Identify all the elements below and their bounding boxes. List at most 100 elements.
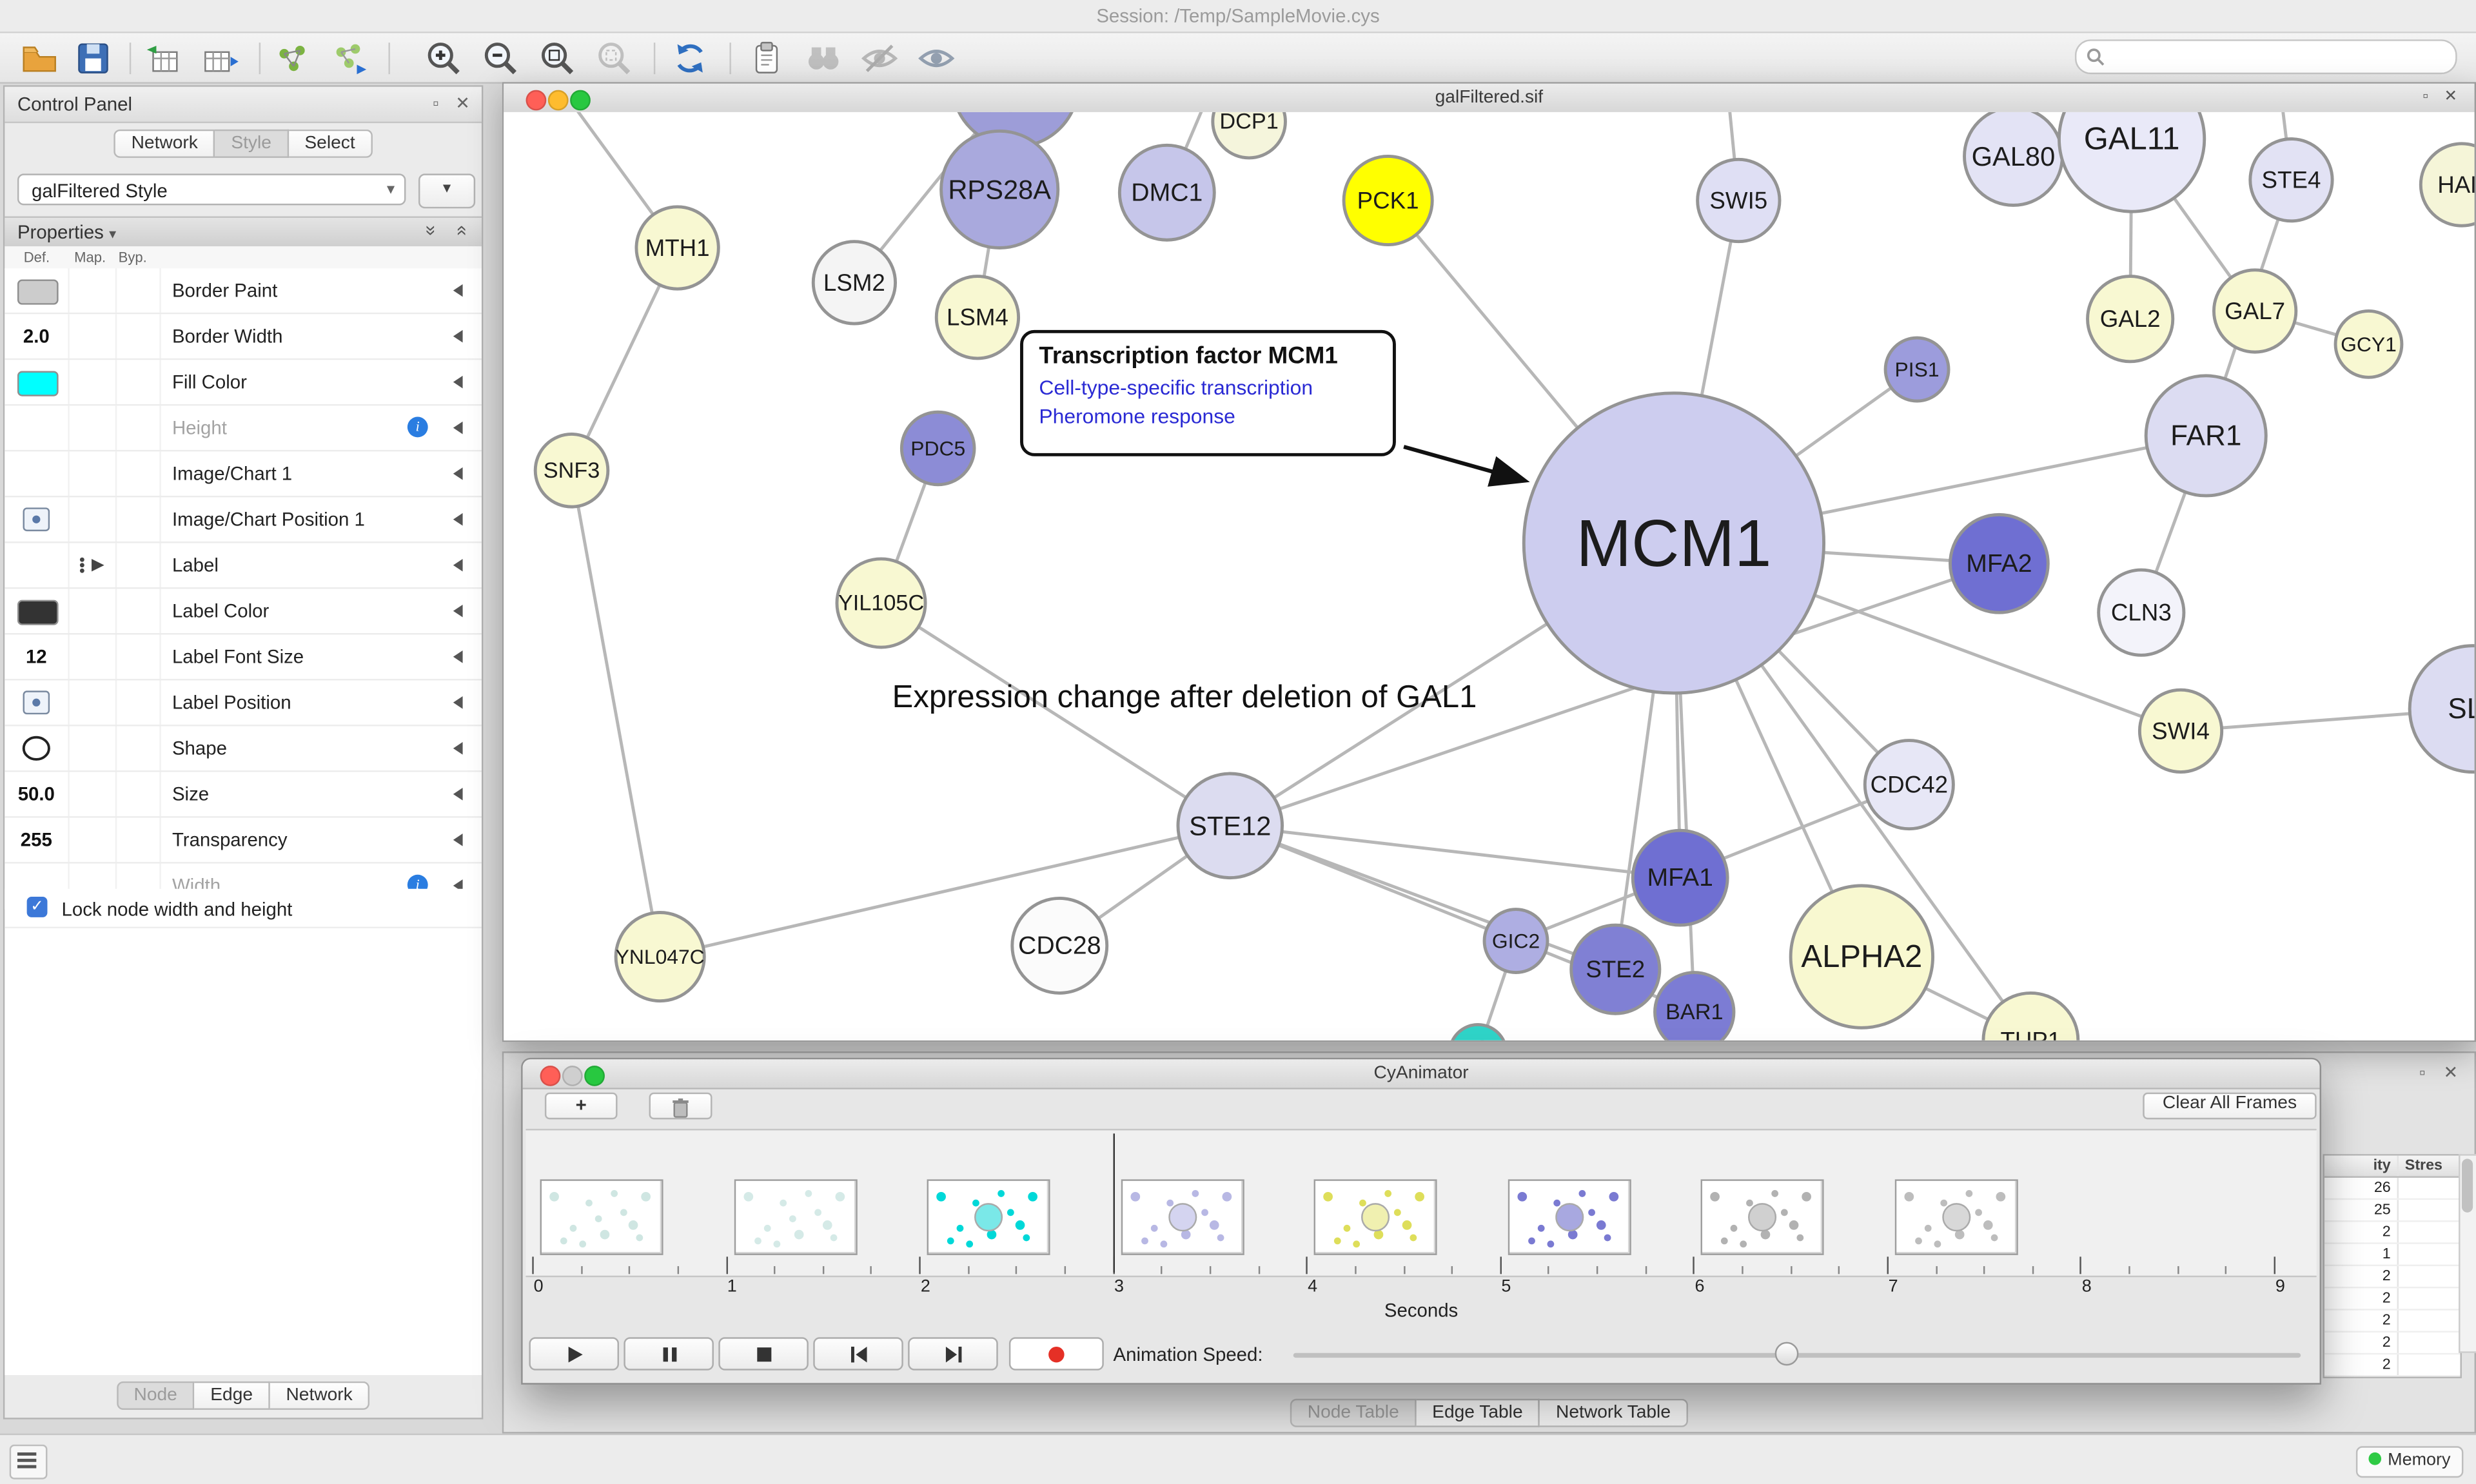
expand-row-icon[interactable] [453,650,463,663]
table-row[interactable]: 2 [2324,1354,2461,1377]
hide-selected-icon[interactable] [859,38,903,79]
network-node-gic2[interactable]: GIC2 [1482,908,1549,975]
export-table-icon[interactable] [199,38,244,79]
bypass-cell[interactable] [115,680,161,725]
table-scrollbar[interactable] [2459,1154,2476,1353]
default-cell[interactable] [5,863,70,908]
node-shape[interactable] [2144,374,2268,498]
network-node-ste4[interactable]: STE4 [2248,137,2334,223]
network-node-dmc1[interactable]: DMC1 [1117,143,1216,242]
network-node-lsm4[interactable]: LSM4 [934,275,1021,360]
keyframe-thumbnail-2[interactable] [733,1179,857,1255]
network-node-gal11[interactable]: GAL11 [2058,112,2206,213]
network-edge[interactable] [1230,824,1680,880]
property-row-image-chart-1[interactable]: Image/Chart 1 [5,451,482,498]
network-node-gal2[interactable]: GAL2 [2086,275,2175,364]
mapping-cell[interactable] [68,268,117,313]
node-shape[interactable] [2058,112,2206,213]
node-shape[interactable] [939,129,1060,249]
mapping-cell[interactable] [68,863,117,908]
collapse-all-icon[interactable]: » [449,225,472,236]
network-canvas[interactable]: RPS28ADMC1DCP1PCK1SWI5GAL80GAL11STE4HAPM… [504,112,2475,1040]
network-node-cln3[interactable]: CLN3 [2097,568,2186,657]
network-node-mcm1[interactable]: MCM1 [1522,391,1826,695]
expand-row-icon[interactable] [453,513,463,526]
node-shape[interactable] [1010,897,1109,995]
mapping-cell[interactable] [68,451,117,496]
network-node-lsm2[interactable]: LSM2 [811,240,898,326]
add-frame-button[interactable]: + [544,1092,618,1120]
node-shape[interactable] [533,433,610,509]
network-node-pdc5[interactable]: PDC5 [899,410,976,487]
clear-all-frames-button[interactable]: Clear All Frames [2143,1092,2317,1120]
mapping-cell[interactable] [68,817,117,863]
tab-network-table[interactable]: Network Table [1540,1398,1688,1427]
global-search[interactable] [2074,39,2457,75]
node-shape[interactable] [1883,336,1950,403]
expand-row-icon[interactable] [453,834,463,846]
network-node-rps28a[interactable]: RPS28A [939,129,1060,249]
pause-button[interactable] [624,1337,714,1371]
keyframe-thumbnail-1[interactable] [540,1179,663,1255]
style-dropdown[interactable]: galFiltered Style ▾ [17,173,406,206]
node-shape[interactable] [1949,513,2050,614]
node-shape[interactable] [1631,828,1729,927]
annotation-link-2[interactable]: Pheromone response [1039,404,1235,428]
node-shape[interactable] [2334,309,2404,379]
network-node-yil105c[interactable]: YIL105C [835,557,927,649]
info-icon[interactable]: i [407,416,428,438]
position-icon[interactable] [22,507,50,532]
node-shape[interactable] [835,557,927,649]
default-cell[interactable] [5,451,70,496]
bypass-cell[interactable] [115,817,161,863]
float-panel-icon[interactable]: ▫ [2422,88,2428,106]
annotation-arrow[interactable] [1403,445,1530,487]
zoom-window-icon[interactable] [584,1066,605,1086]
node-shape[interactable] [811,240,898,326]
default-cell[interactable] [5,680,70,725]
network-node-alpha2[interactable]: ALPHA2 [1789,884,1935,1030]
node-shape[interactable] [1981,991,2080,1040]
network-node-snf3[interactable]: SNF3 [533,433,610,509]
network-node-gcy1[interactable]: GCY1 [2334,309,2404,379]
zoom-fit-icon[interactable] [537,38,582,79]
table-row[interactable]: 2 [2324,1266,2461,1289]
memory-button[interactable]: Memory [2355,1446,2464,1478]
default-value-swatch[interactable] [17,279,59,305]
bypass-cell[interactable] [115,360,161,404]
tab-network[interactable]: Network [113,129,215,158]
network-node-far1[interactable]: FAR1 [2144,374,2268,498]
column-header[interactable]: Stres [2397,1155,2457,1176]
node-shape[interactable] [2097,568,2186,657]
default-cell[interactable] [5,360,70,404]
lock-size-checkbox[interactable]: ✓ [26,897,48,917]
zoom-out-icon[interactable] [480,38,524,79]
show-all-icon[interactable] [916,38,960,79]
default-value-text[interactable]: 255 [20,828,52,852]
default-cell[interactable] [5,726,70,771]
minimize-window-icon[interactable] [562,1066,583,1086]
node-shape[interactable] [634,205,720,291]
import-network-icon[interactable] [271,38,316,79]
keyframe-thumbnail-7[interactable] [1701,1179,1825,1255]
annotation-caption[interactable]: Expression change after deletion of GAL1 [892,680,1477,716]
zoom-in-icon[interactable] [423,38,467,79]
float-panel-icon[interactable]: ▫ [433,94,439,114]
table-row[interactable]: 1 [2324,1244,2461,1267]
save-session-icon[interactable] [73,38,117,79]
node-shape[interactable] [2419,142,2475,228]
table-row[interactable]: 2 [2324,1332,2461,1355]
mapping-cell[interactable] [68,360,117,404]
property-row-label[interactable]: Label [5,543,482,589]
default-cell[interactable]: 12 [5,634,70,679]
table-row[interactable]: 26 [2324,1177,2461,1200]
mapping-cell[interactable] [68,772,117,817]
close-window-icon[interactable] [540,1066,561,1086]
default-value-text[interactable]: 12 [25,645,47,668]
tab-edge[interactable]: Edge [194,1381,270,1410]
import-table-icon[interactable] [142,38,186,79]
search-input[interactable] [2111,43,2442,72]
tab-node-table[interactable]: Node Table [1290,1398,1417,1427]
close-window-icon[interactable] [526,90,547,111]
